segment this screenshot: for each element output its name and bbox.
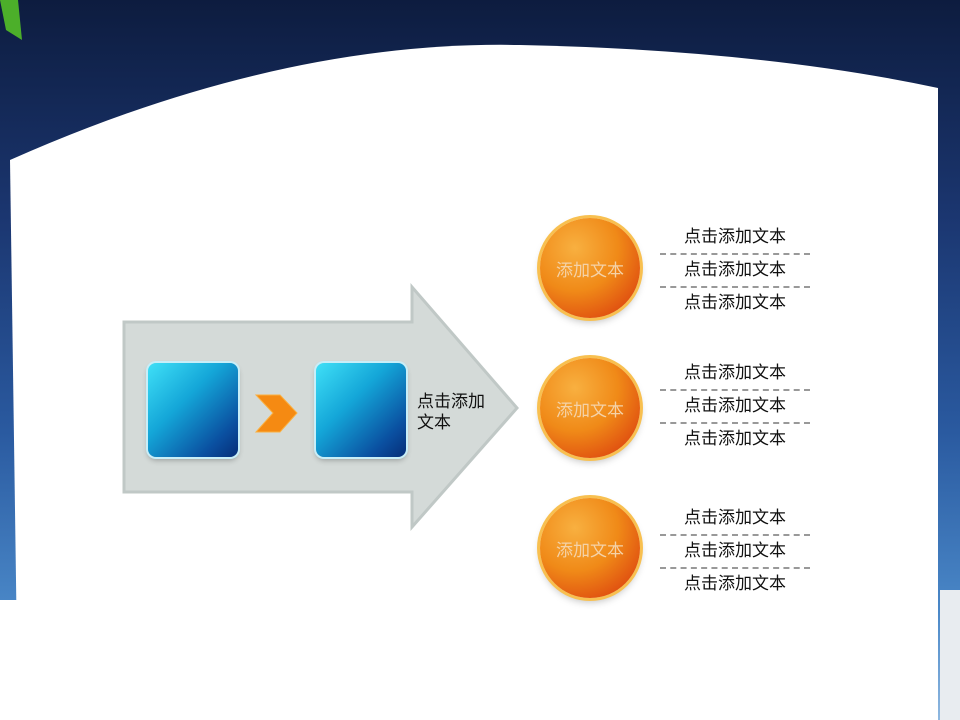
list-item[interactable]: 点击添加文本 bbox=[660, 391, 810, 424]
circle-label: 添加文本 bbox=[556, 260, 624, 281]
circle-1[interactable]: 添加文本 bbox=[540, 218, 640, 318]
circle-label: 添加文本 bbox=[556, 400, 624, 421]
right-reflection bbox=[940, 590, 960, 720]
list-item[interactable]: 点击添加文本 bbox=[660, 255, 810, 288]
list-item[interactable]: 点击添加文本 bbox=[660, 503, 810, 536]
leaf-icon bbox=[0, 0, 22, 40]
list-item[interactable]: 点击添加文本 bbox=[660, 222, 810, 255]
list-item[interactable]: 点击添加文本 bbox=[684, 293, 786, 313]
circle-3[interactable]: 添加文本 bbox=[540, 498, 640, 598]
blue-square-1 bbox=[148, 363, 238, 457]
circle-2[interactable]: 添加文本 bbox=[540, 358, 640, 458]
arrow-label[interactable]: 点击添加文本 bbox=[417, 392, 485, 433]
text-list-2: 点击添加文本 点击添加文本 点击添加文本 bbox=[660, 358, 810, 455]
list-item[interactable]: 点击添加文本 bbox=[660, 358, 810, 391]
text-list-1: 点击添加文本 点击添加文本 点击添加文本 bbox=[660, 222, 810, 319]
blue-square-2 bbox=[316, 363, 406, 457]
list-item[interactable]: 点击添加文本 bbox=[660, 536, 810, 569]
circle-label: 添加文本 bbox=[556, 540, 624, 561]
list-item[interactable]: 点击添加文本 bbox=[684, 574, 786, 594]
text-list-3: 点击添加文本 点击添加文本 点击添加文本 bbox=[660, 503, 810, 600]
list-item[interactable]: 点击添加文本 bbox=[684, 429, 786, 449]
chevron-icon bbox=[254, 394, 298, 433]
